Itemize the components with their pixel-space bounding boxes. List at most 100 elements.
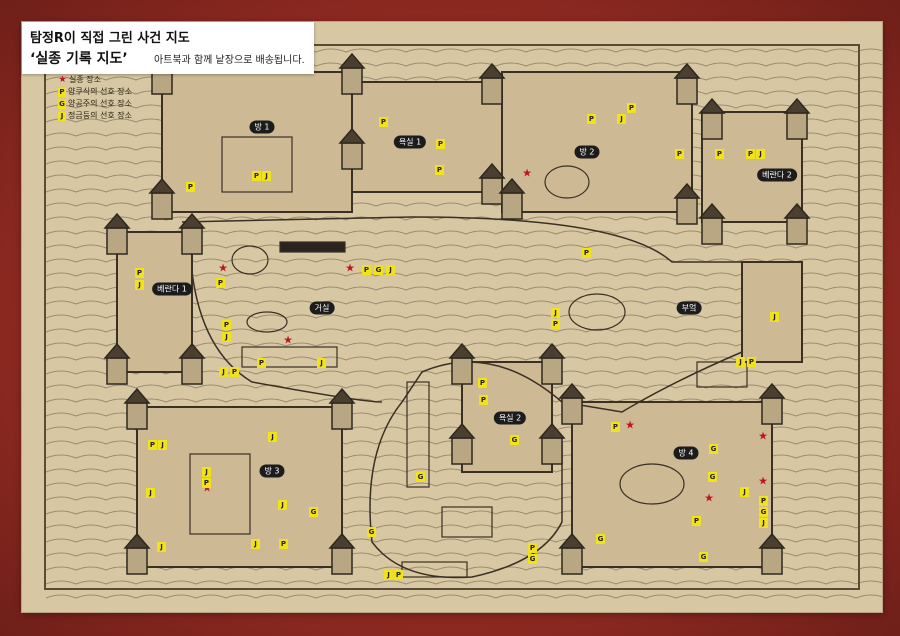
badge-g: G [596,534,605,544]
legend-p-label: 양쿠식의 선호 장소 [68,87,132,96]
tower-roof [148,177,176,194]
rug-living [231,245,269,275]
tower [106,227,128,255]
title-box: 탐정R이 직접 그린 사건 지도 ‘실종 기록 지도’ 아트북과 함께 낱장으로… [22,22,314,74]
title-line-1: 탐정R이 직접 그린 사건 지도 [30,31,190,46]
tower [331,547,353,575]
tower [126,547,148,575]
badge-j: J [740,487,749,497]
tower-roof [698,202,726,219]
tower-roof [498,177,526,194]
badge-j: J [759,518,768,528]
tower [181,357,203,385]
mat-hall [441,506,493,538]
tower [676,77,698,105]
missing-star: ★ [218,261,228,275]
tower-roof [338,127,366,144]
tower-roof [698,97,726,114]
tower-roof [758,382,786,399]
star-icon: ★ [58,75,67,85]
legend-row-p: P 양쿠식의 선호 장소 [58,86,132,98]
tower-roof [338,52,366,69]
badge-g: G [528,554,537,564]
tower [451,357,473,385]
badge-j: J [158,440,167,450]
tv-living [279,241,346,253]
bed-room1 [221,136,293,193]
badge-p: P [279,539,288,549]
p-badge-icon: P [58,87,66,97]
badge-p: P [587,114,596,124]
tower-roof [448,422,476,439]
label-bath-1: 욕실 1 [393,135,427,149]
tower [151,192,173,220]
badge-g: G [699,552,708,562]
badge-j: J [317,358,326,368]
tower [786,217,808,245]
badge-p: P [692,516,701,526]
legend-row-g: G 양공주의 선호 장소 [58,98,132,110]
badge-p: P [747,357,756,367]
tower-roof [783,97,811,114]
badge-p: P [436,139,445,149]
label-bath-2: 욕실 2 [493,411,527,425]
badge-j: J [219,367,228,377]
badge-p: P [746,149,755,159]
wave-line [45,580,882,585]
tower [541,357,563,385]
tower [341,142,363,170]
tower-roof [538,342,566,359]
missing-star: ★ [202,481,212,495]
tower-roof [448,342,476,359]
tower-roof [783,202,811,219]
dining-table-kitchen [568,293,626,331]
legend-j-label: 정금둥의 선호 장소 [68,111,132,120]
legend-star-label: 실종 장소 [69,75,101,84]
legend: ★ 실종 장소 P 양쿠식의 선호 장소 G 양공주의 선호 장소 J 정금둥의… [58,74,132,122]
badge-j: J [146,488,155,498]
legend-row-j: J 정금둥의 선호 장소 [58,110,132,122]
badge-j: J [251,539,260,549]
badge-j: J [386,265,395,275]
tower-roof [123,387,151,404]
tower [181,227,203,255]
badge-p: P [202,478,211,488]
badge-g: G [374,265,383,275]
tower [761,397,783,425]
tower [331,402,353,430]
label-room-4: 방 4 [673,446,699,460]
shoes-row [401,561,468,578]
badge-g: G [309,507,318,517]
tower [341,67,363,95]
tower-roof [673,62,701,79]
tower [106,357,128,385]
badge-p: P [135,268,144,278]
tower-roof [558,532,586,549]
badge-j: J [736,357,745,367]
badge-j: J [617,114,626,124]
tower [561,547,583,575]
badge-p: P [479,395,488,405]
missing-star: ★ [345,261,355,275]
title-line-2: ‘실종 기록 지도’ [30,51,128,67]
badge-j: J [157,542,166,552]
label-veranda-2: 베란다 2 [757,168,797,182]
tower [501,192,523,220]
badge-p: P [362,265,371,275]
veranda-1-area [116,231,193,373]
missing-star: ★ [283,333,293,347]
map-drawing [45,48,882,599]
missing-star: ★ [704,491,714,505]
badge-j: J [268,432,277,442]
badge-p: P [379,117,388,127]
missing-star: ★ [758,429,768,443]
badge-j: J [262,171,271,181]
sofa-living [241,346,338,368]
tower-roof [178,342,206,359]
tower-roof [103,342,131,359]
tower [786,112,808,140]
tower-roof [123,532,151,549]
badge-g: G [708,472,717,482]
tower [541,437,563,465]
badge-p: P [222,320,231,330]
